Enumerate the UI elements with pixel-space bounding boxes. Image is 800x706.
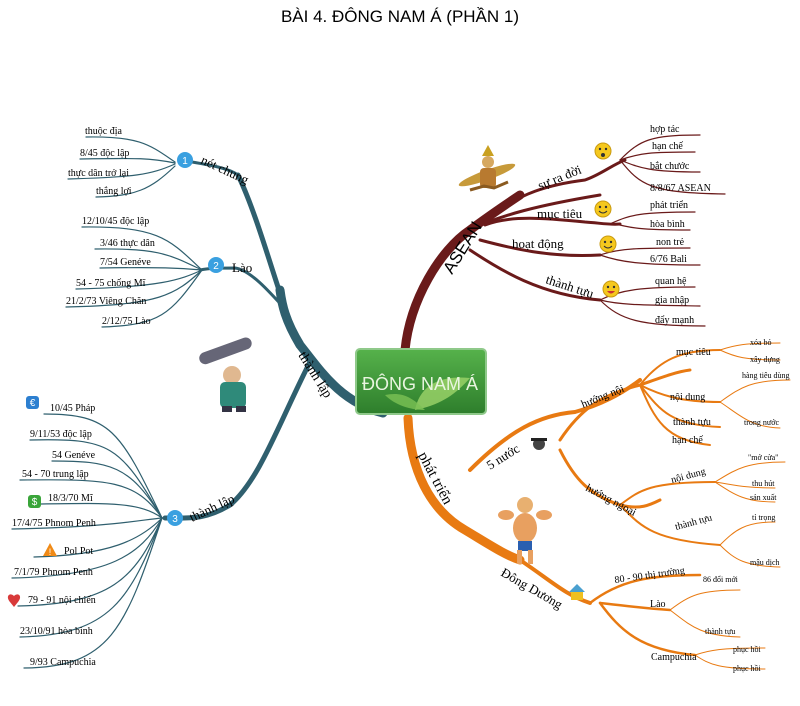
cam-item: 9/93 Campuchia bbox=[30, 657, 96, 668]
asean-item: đẩy mạnh bbox=[655, 315, 694, 326]
branch-huong-noi: hướng nội bbox=[580, 383, 626, 411]
outward-content-item: sản xuất bbox=[750, 493, 777, 502]
indochina-cambodia-item: phục hồi bbox=[733, 645, 762, 654]
vn-item: 8/45 độc lập bbox=[80, 148, 129, 159]
happy-face-icon bbox=[599, 235, 617, 253]
cam-item: 10/45 Pháp bbox=[50, 403, 95, 414]
laughing-face-icon bbox=[602, 280, 620, 298]
cam-item: 17/4/75 Phnom Penh bbox=[12, 518, 96, 529]
svg-text:!: ! bbox=[49, 547, 52, 557]
branch-net-chung: nét chung bbox=[199, 152, 252, 187]
broken-heart-icon bbox=[7, 594, 21, 607]
number-badge-3 bbox=[167, 510, 183, 526]
asean-item: 6/76 Bali bbox=[650, 254, 687, 265]
vn-item: thắng lợi bbox=[96, 186, 132, 197]
indochina-cambodia-item: phục hồi bbox=[733, 664, 762, 673]
outward-content-item: "mở cửa" bbox=[748, 453, 778, 462]
cam-item: 18/3/70 Mĩ bbox=[48, 493, 93, 504]
surprised-face-icon bbox=[594, 142, 612, 160]
asean-item: gia nhập bbox=[655, 295, 689, 306]
center-label: ĐÔNG NAM Á bbox=[362, 373, 478, 394]
vn-item: thuộc địa bbox=[85, 126, 122, 137]
outward-achievement: thành tựu bbox=[674, 512, 713, 532]
branch-muc-tieu: mục tiêu bbox=[537, 206, 583, 221]
cam-item: 23/10/91 hòa bình bbox=[20, 626, 93, 637]
cam-item: 79 - 91 nội chiến bbox=[28, 595, 96, 606]
inward-achievement: thành tựu bbox=[673, 417, 711, 428]
spy-icon bbox=[531, 438, 547, 450]
asean-item: hợp tác bbox=[650, 124, 680, 135]
outward-achievement-item: mậu dịch bbox=[750, 558, 780, 567]
inward-content: nội dung bbox=[670, 392, 705, 403]
number-badge-2 bbox=[208, 257, 224, 273]
inward-content-item: trong nước bbox=[744, 418, 779, 427]
outward-content-item: thu hút bbox=[752, 479, 775, 488]
center-node[interactable]: ĐÔNG NAM Á bbox=[355, 348, 487, 415]
asean-item: quan hệ bbox=[655, 276, 687, 287]
left-branches bbox=[11, 136, 388, 669]
lao-item: 21/2/73 Viêng Chăn bbox=[66, 296, 146, 307]
cam-item: 54 - 70 trung lập bbox=[22, 469, 89, 480]
worker-figure-icon bbox=[199, 337, 252, 412]
indochina-laos-item: 86 đổi mới bbox=[703, 575, 739, 584]
asean-item: hòa bình bbox=[650, 219, 685, 230]
euro-icon: € bbox=[26, 396, 39, 409]
lao-item: 12/10/45 độc lập bbox=[82, 216, 149, 227]
number-badge-1 bbox=[177, 152, 193, 168]
number-badge-1-text: 1 bbox=[182, 156, 188, 167]
outward-achievement-item: tỉ trọng bbox=[752, 513, 775, 522]
smile-face-icon bbox=[594, 200, 612, 218]
dollar-icon: $ bbox=[28, 495, 41, 508]
indochina-cambodia: Campuchia bbox=[651, 652, 697, 663]
branch-huong-ngoai: hướng ngoại bbox=[584, 482, 639, 519]
lao-item: 7/54 Genéve bbox=[100, 257, 151, 268]
page-title: BÀI 4. ĐÔNG NAM Á (PHẦN 1) bbox=[281, 7, 519, 26]
vn-item: thực dân trở lại bbox=[68, 168, 129, 179]
asean-item: hạn chế bbox=[652, 141, 683, 152]
lao-item: 2/12/75 Lào bbox=[102, 316, 151, 327]
houses-icon bbox=[569, 584, 585, 600]
inward-goal-item: xóa bỏ bbox=[750, 338, 772, 347]
development-branches bbox=[403, 342, 791, 670]
branch-lao: Lào bbox=[232, 260, 252, 275]
cam-item: 9/11/53 độc lập bbox=[30, 429, 92, 440]
indochina-market: 80 - 90 thị trường bbox=[614, 565, 686, 586]
svg-text:$: $ bbox=[32, 497, 38, 508]
asean-item: 8/8/67 ASEAN bbox=[650, 183, 711, 194]
branch-dong-duong: Đông Dương bbox=[499, 565, 566, 612]
asean-item: bắt chước bbox=[650, 161, 690, 172]
cam-item: 7/1/79 Phnom Penh bbox=[14, 567, 93, 578]
asean-branches bbox=[400, 134, 726, 355]
cam-item: Pol Pot bbox=[64, 546, 93, 557]
inward-goal: mục tiêu bbox=[676, 347, 711, 358]
inward-limit: hạn chế bbox=[672, 435, 703, 446]
lao-item: 54 - 75 chống Mĩ bbox=[76, 278, 146, 289]
asean-item: non trẻ bbox=[656, 237, 685, 248]
number-badge-2-text: 2 bbox=[213, 261, 219, 272]
warning-icon: ! bbox=[43, 543, 57, 557]
cam-item: 54 Genéve bbox=[52, 450, 96, 461]
number-badge-3-text: 3 bbox=[172, 514, 178, 525]
branch-5-nuoc: 5 nước bbox=[484, 441, 523, 473]
indochina-laos-item: thành tựu bbox=[705, 627, 735, 636]
branch-hoat-dong: hoạt động bbox=[512, 236, 564, 251]
dancer-figure-icon bbox=[458, 145, 516, 192]
branch-su-ra-doi: sự ra đời bbox=[536, 162, 584, 193]
indochina-laos: Lào bbox=[650, 599, 666, 610]
strongman-figure-icon bbox=[498, 497, 552, 564]
asean-item: phát triển bbox=[650, 200, 688, 211]
lao-item: 3/46 thực dân bbox=[100, 238, 155, 249]
inward-content-item: hàng tiêu dùng bbox=[742, 371, 790, 380]
branch-thanh-lap-cam: thành lập bbox=[187, 491, 237, 525]
inward-goal-item: xây dựng bbox=[750, 355, 780, 364]
svg-text:€: € bbox=[30, 398, 36, 409]
